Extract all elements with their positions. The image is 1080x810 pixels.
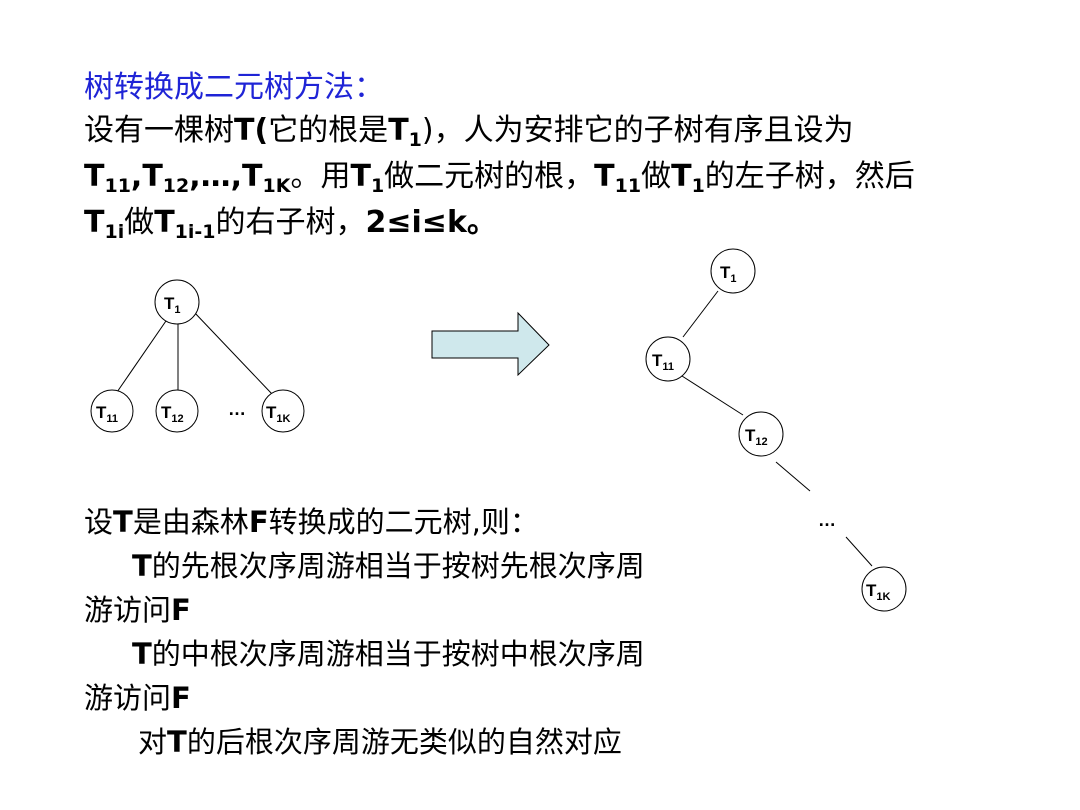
text: T bbox=[132, 637, 152, 671]
text: T bbox=[84, 205, 105, 240]
tree-edge bbox=[193, 311, 273, 395]
subscript: 1i bbox=[104, 221, 125, 243]
text: F bbox=[248, 505, 269, 539]
svg-text:T1: T1 bbox=[164, 294, 181, 316]
binary-edge bbox=[681, 375, 744, 416]
text: T bbox=[388, 113, 409, 148]
binary-node-right-1: T12 bbox=[738, 411, 784, 457]
svg-text:T11: T11 bbox=[652, 351, 674, 373]
slide-title: 树转换成二元树方法： bbox=[84, 70, 384, 105]
svg-text:T1K: T1K bbox=[266, 403, 291, 425]
tree-node-root: T1 bbox=[154, 279, 200, 325]
svg-text:T11: T11 bbox=[96, 403, 118, 425]
svg-text:T1: T1 bbox=[720, 263, 737, 285]
subscript: 1K bbox=[262, 175, 291, 197]
tree-node-child-k: T1K bbox=[261, 389, 305, 433]
binary-edge bbox=[682, 290, 719, 338]
text: ,…,T bbox=[189, 159, 263, 194]
description-line-3: T1i做T1i-1的右子树，2≤i≤k。 bbox=[84, 200, 1044, 246]
text: 对 bbox=[138, 725, 168, 759]
traversal-notes: 设T是由森林F转换成的二元树,则： T的先根次序周游相当于按树先根次序周 游访问… bbox=[84, 500, 645, 764]
description-line-2: T11,T12,…,T1K。用T1做二元树的根，T11做T1的左子树，然后 bbox=[84, 154, 1044, 200]
notes-line-3: 游访问F bbox=[84, 588, 645, 632]
text: 的后根次序周游无类似的自然对应 bbox=[186, 725, 622, 759]
notes-line-1: 设T是由森林F转换成的二元树,则： bbox=[84, 500, 645, 544]
text: T bbox=[132, 549, 152, 583]
text: T bbox=[671, 159, 692, 194]
text: ,T bbox=[130, 159, 163, 194]
tree-node-child-2: T12 bbox=[155, 389, 199, 433]
tree-ellipsis: … bbox=[228, 399, 246, 419]
text: 它的根是 bbox=[268, 113, 389, 148]
text: T( bbox=[234, 113, 269, 148]
text: 转换成的二元树,则： bbox=[268, 505, 539, 539]
svg-text:T12: T12 bbox=[745, 426, 768, 448]
tree-edge bbox=[114, 317, 169, 396]
text: T bbox=[594, 159, 615, 194]
text: 设有一棵树 bbox=[84, 113, 234, 148]
binary-node-root: T1 bbox=[710, 248, 756, 294]
text: 设 bbox=[84, 505, 114, 539]
notes-line-2: T的先根次序周游相当于按树先根次序周 bbox=[84, 544, 645, 588]
binary-node-left: T11 bbox=[645, 336, 691, 382]
text: 的右子树， bbox=[215, 205, 366, 240]
subscript: 11 bbox=[104, 175, 131, 197]
notes-line-6: 对T的后根次序周游无类似的自然对应 bbox=[84, 720, 645, 764]
text: 做 bbox=[641, 159, 672, 194]
text: T bbox=[113, 505, 133, 539]
text: T bbox=[154, 205, 175, 240]
subscript: 1 bbox=[408, 129, 422, 151]
text: 是由森林 bbox=[132, 505, 249, 539]
svg-text:T1K: T1K bbox=[866, 581, 891, 603]
binary-ellipsis: … bbox=[818, 510, 836, 530]
binary-edge bbox=[775, 461, 811, 492]
notes-line-5: 游访问F bbox=[84, 676, 645, 720]
text: 的中根次序周游相当于按树中根次序周 bbox=[151, 637, 645, 671]
text: 的左子树，然后 bbox=[704, 159, 915, 194]
text: 做二元树的根， bbox=[384, 159, 595, 194]
tree-node-child-1: T11 bbox=[90, 389, 134, 433]
description-paragraph: 设有一棵树T(它的根是T1)，人为安排它的子树有序且设为 T11,T12,…,T… bbox=[84, 108, 1044, 246]
subscript: 12 bbox=[162, 175, 190, 197]
subscript: 1 bbox=[691, 175, 705, 197]
transform-arrow bbox=[431, 311, 550, 377]
binary-node-right-k: T1K bbox=[861, 566, 907, 612]
text: F bbox=[171, 681, 191, 715]
text: T bbox=[84, 159, 105, 194]
binary-edge bbox=[845, 536, 873, 567]
text: T bbox=[350, 159, 371, 194]
text: )，人为安排它的子树有序且设为 bbox=[421, 113, 854, 148]
text: 游访问 bbox=[84, 681, 172, 715]
text: 的先根次序周游相当于按树先根次序周 bbox=[151, 549, 645, 583]
subscript: 11 bbox=[614, 175, 642, 197]
text: F bbox=[171, 593, 191, 627]
description-line-1: 设有一棵树T(它的根是T1)，人为安排它的子树有序且设为 bbox=[84, 108, 1044, 154]
text: 做 bbox=[124, 205, 155, 240]
subscript: 1i-1 bbox=[174, 221, 216, 243]
subscript: 1 bbox=[370, 175, 385, 197]
notes-line-4: T的中根次序周游相当于按树中根次序周 bbox=[84, 632, 645, 676]
text: T bbox=[167, 725, 187, 759]
text: 2≤i≤k。 bbox=[365, 205, 497, 240]
text: 。用 bbox=[290, 159, 351, 194]
text: 游访问 bbox=[84, 593, 172, 627]
svg-text:T12: T12 bbox=[161, 403, 184, 425]
